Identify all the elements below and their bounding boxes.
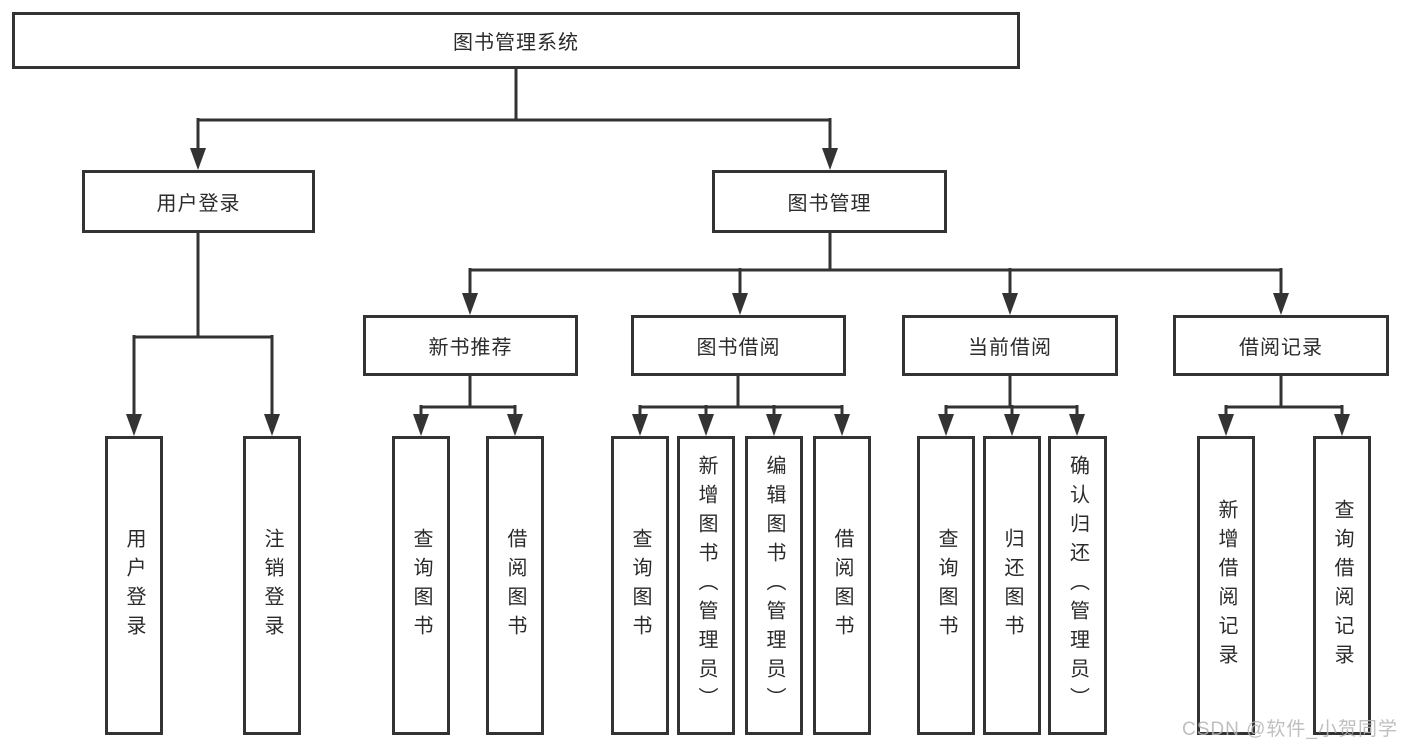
node-label: 借阅记录 [1239,337,1323,359]
arrowhead [938,414,954,436]
csdn-watermark: CSDN @软件_小贺同学 [1182,719,1398,740]
arrowheads [126,148,1350,436]
node-book-management: 图书管理 [712,170,947,233]
leaf-add-books-admin: 新增图书（管理员） [677,436,735,735]
node-root-system: 图书管理系统 [12,12,1020,69]
arrowhead [126,414,142,436]
arrowhead [264,414,280,436]
arrowhead [834,414,850,436]
node-label: 图书管理 [787,193,872,215]
leaf-query-borrow-record: 查询借阅记录 [1313,436,1371,735]
leaf-borrow-books-recommend: 借阅图书 [486,436,544,735]
node-label: 新增借阅记录 [1215,498,1237,673]
leaf-add-borrow-record: 新增借阅记录 [1197,436,1255,735]
node-label: 图书管理系统 [453,32,579,54]
leaf-query-books-current: 查询图书 [917,436,975,735]
arrowhead [413,414,429,436]
edge-book-mgmt-to-level2 [468,233,1283,298]
edge-new-book-rec-to-leaves [419,376,517,418]
leaf-query-books-borrowing: 查询图书 [611,436,669,735]
node-label: 借阅图书 [504,527,526,644]
node-book-borrowing: 图书借阅 [631,315,846,376]
leaf-user-login: 用户登录 [105,436,163,735]
edge-user-login-to-leaves [132,233,274,418]
arrowhead [766,414,782,436]
leaf-borrow-books-borrowing: 借阅图书 [813,436,871,735]
leaf-logout: 注销登录 [243,436,301,735]
arrowhead [1004,414,1020,436]
node-label: 新增图书（管理员） [695,455,717,716]
node-label: 用户登录 [123,527,145,644]
arrowhead [698,414,714,436]
node-current-borrowing: 当前借阅 [902,315,1118,376]
arrowhead [462,293,478,315]
arrowhead [507,414,523,436]
leaf-confirm-return-admin: 确认归还（管理员） [1048,436,1107,735]
node-label: 新书推荐 [428,337,513,359]
arrowhead [822,148,838,170]
edge-root-to-level1 [196,69,832,152]
node-label: 借阅图书 [831,527,853,644]
arrowhead [632,414,648,436]
node-label: 确认归还（管理员） [1066,455,1089,716]
leaf-edit-books-admin: 编辑图书（管理员） [745,436,803,735]
arrowhead [732,293,748,315]
arrowhead [1273,293,1289,315]
arrowhead [190,148,206,170]
arrowhead [1218,414,1234,436]
arrowhead [1069,414,1085,436]
node-borrowing-records: 借阅记录 [1173,315,1389,376]
node-label: 归还图书 [1001,527,1023,644]
edges [132,69,1344,418]
leaf-query-books-recommend: 查询图书 [392,436,450,735]
node-label: 查询借阅记录 [1331,498,1353,673]
node-label: 当前借阅 [968,337,1052,359]
node-label: 查询图书 [629,527,651,644]
node-label: 编辑图书（管理员） [763,455,785,716]
node-label: 图书借阅 [696,337,781,359]
node-new-book-recommend: 新书推荐 [363,315,578,376]
node-user-login: 用户登录 [82,170,315,233]
node-label: 注销登录 [261,527,283,644]
arrowhead [1002,293,1018,315]
node-label: 查询图书 [410,527,432,644]
arrowhead [1334,414,1350,436]
node-label: 用户登录 [156,193,241,215]
leaf-return-books: 归还图书 [983,436,1041,735]
edge-borrow-records-to-leaves [1224,376,1344,418]
edge-book-borrow-to-leaves [638,376,844,418]
node-label: 查询图书 [935,527,957,644]
edge-current-borrow-to-leaves [944,376,1079,418]
